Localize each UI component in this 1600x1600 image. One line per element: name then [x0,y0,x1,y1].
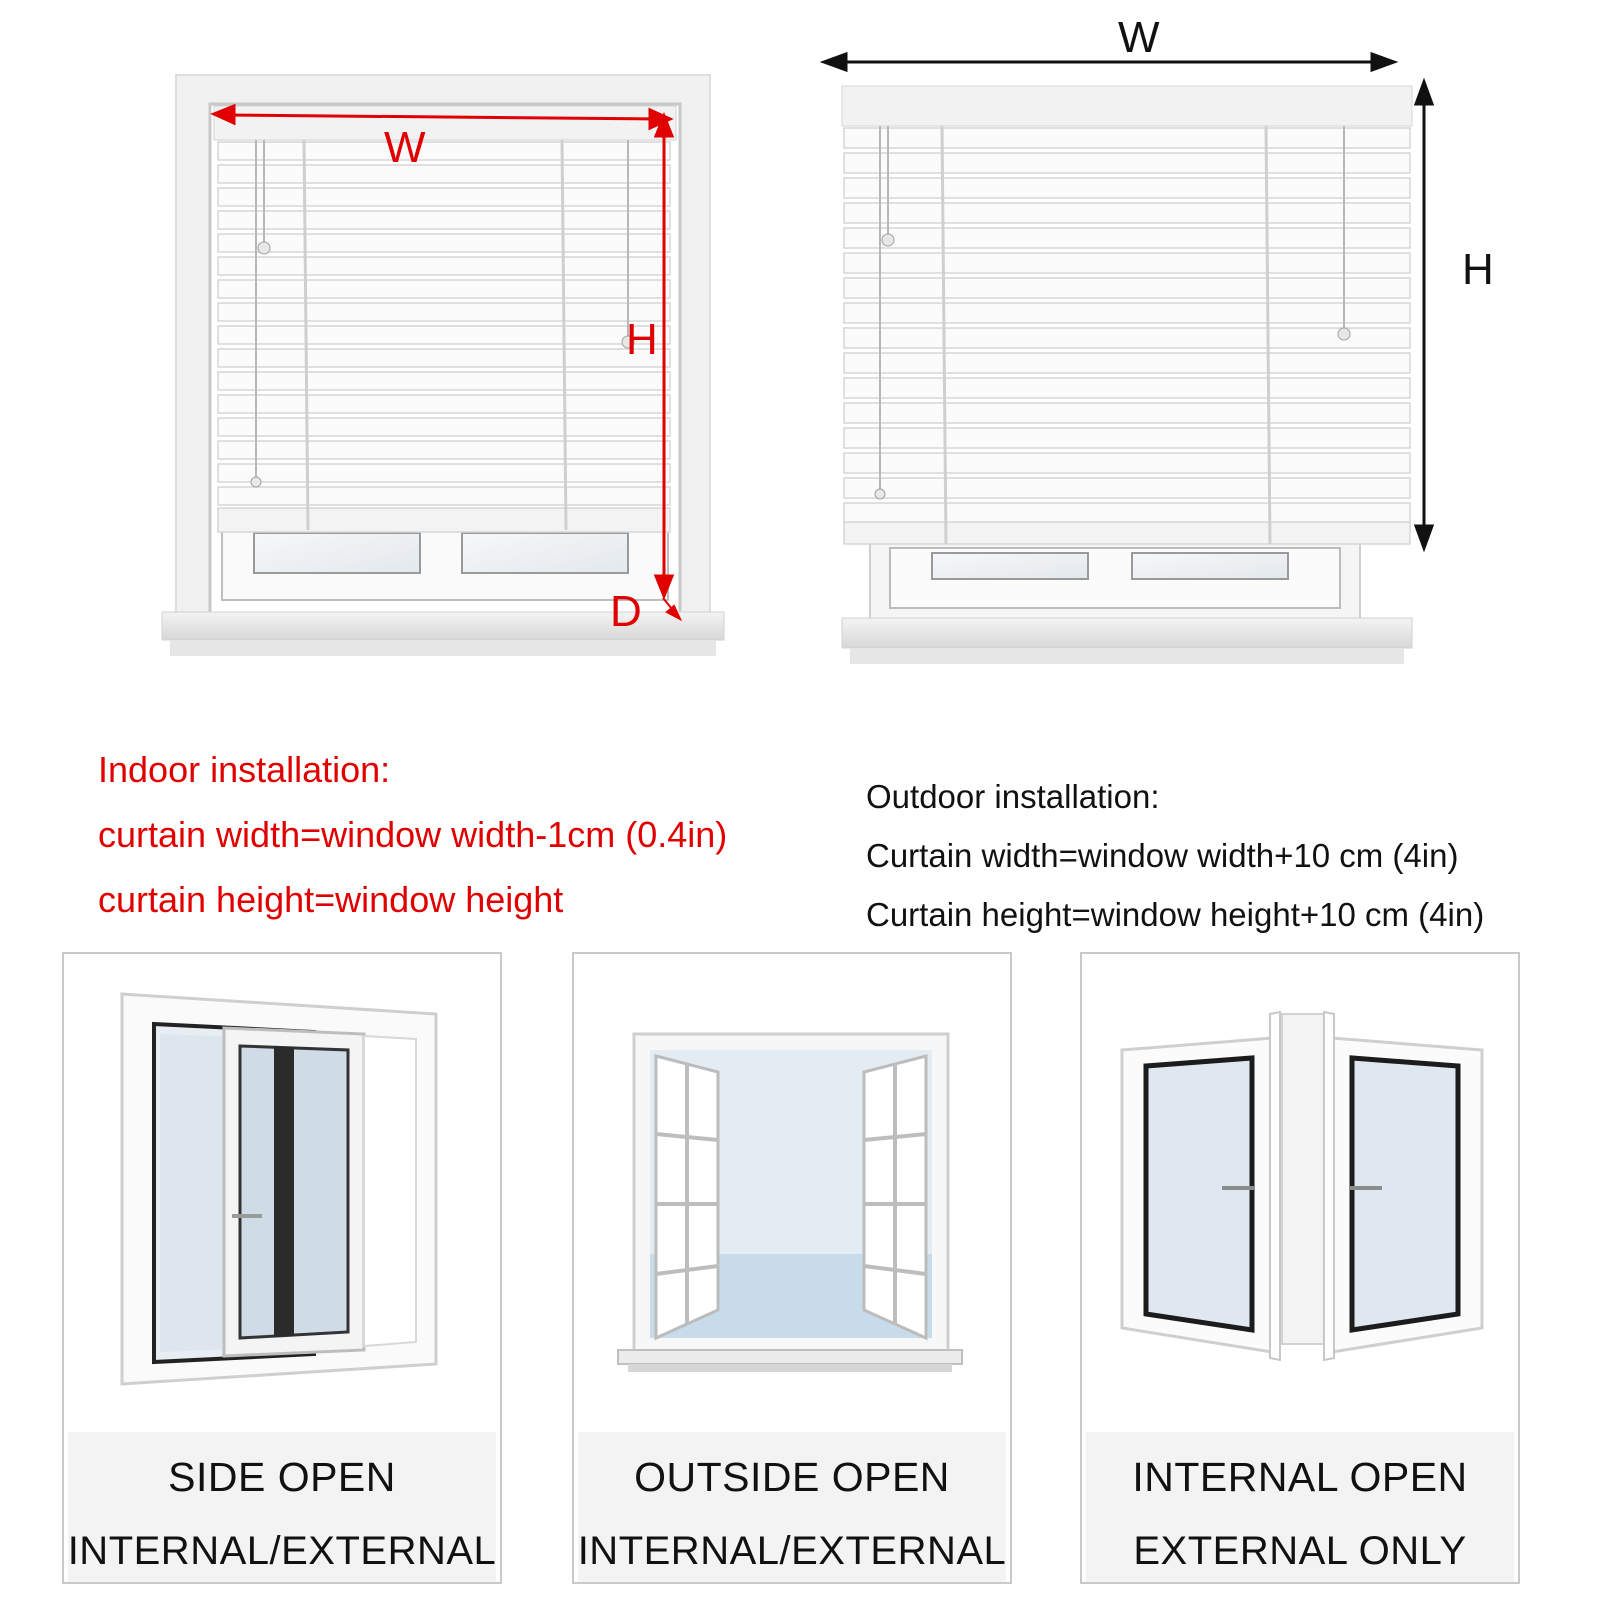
outdoor-height-rule: Curtain height=window height+10 cm (4in) [866,896,1485,933]
indoor-height-rule: curtain height=window height [98,879,564,920]
casement-outward-window-icon [617,1032,963,1372]
outdoor-width-label: W [1118,13,1160,62]
indoor-height-arrow [653,111,675,601]
window-type-title: INTERNAL OPEN [1132,1454,1468,1500]
indoor-width-rule: curtain width=window width-1cm (0.4in) [98,814,728,855]
indoor-depth-arrow [662,597,683,622]
window-type-subtitle: INTERNAL/EXTERNAL [67,1529,497,1573]
indoor-depth-label: D [610,587,642,636]
outdoor-window-illustration [819,51,1435,664]
window-type-title: SIDE OPEN [168,1454,396,1500]
outdoor-width-rule: Curtain width=window width+10 cm (4in) [866,837,1459,874]
window-type-card-side-open: SIDE OPEN INTERNAL/EXTERNAL [62,952,502,1584]
indoor-height-label: H [626,315,658,364]
outdoor-slats [843,127,1411,545]
indoor-width-label: W [384,123,426,172]
outdoor-height-arrow [1413,77,1435,553]
casement-inward-window-icon [1120,1010,1484,1362]
outdoor-height-label: H [1462,245,1494,294]
indoor-window-illustration [161,74,725,656]
window-type-title: OUTSIDE OPEN [634,1454,950,1500]
sliding-window-icon [120,992,438,1386]
window-type-card-internal-open: INTERNAL OPEN EXTERNAL ONLY [1080,952,1520,1584]
outdoor-width-arrow [819,51,1399,73]
window-type-subtitle: INTERNAL/EXTERNAL [577,1529,1007,1573]
indoor-slats [217,141,671,533]
window-type-card-outside-open: OUTSIDE OPEN INTERNAL/EXTERNAL [572,952,1012,1584]
outdoor-title: Outdoor installation: [866,778,1160,815]
window-type-subtitle: EXTERNAL ONLY [1133,1529,1467,1573]
indoor-title: Indoor installation: [98,749,391,790]
